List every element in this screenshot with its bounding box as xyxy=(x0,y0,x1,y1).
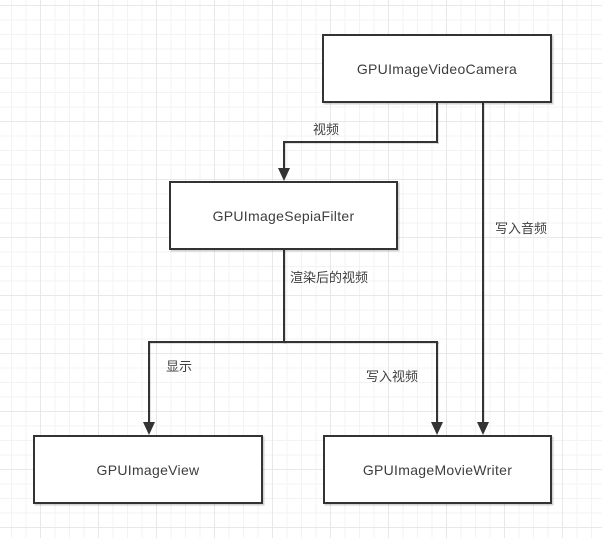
node-gpuimage-video-camera: GPUImageVideoCamera xyxy=(322,34,552,103)
node-label: GPUImageSepiaFilter xyxy=(212,207,355,224)
node-label: GPUImageMovieWriter xyxy=(362,461,513,478)
node-label: GPUImageView xyxy=(96,461,200,478)
node-gpuimage-view: GPUImageView xyxy=(33,435,263,504)
edge-label-write-audio: 写入音频 xyxy=(495,221,548,236)
edge-display-segment xyxy=(148,341,150,423)
edge-write-audio-segment xyxy=(482,103,484,423)
edge-branch-horizontal xyxy=(148,341,438,343)
edge-video-segment-vertical xyxy=(436,103,438,143)
arrowhead-down-icon xyxy=(278,168,290,181)
edge-rendered-video-trunk xyxy=(283,250,285,343)
edge-label-display: 显示 xyxy=(166,359,193,374)
node-gpuimage-movie-writer: GPUImageMovieWriter xyxy=(323,435,552,504)
edge-write-video-segment xyxy=(436,341,438,423)
edge-label-rendered-video: 渲染后的视频 xyxy=(290,270,369,285)
arrowhead-down-icon xyxy=(143,422,155,435)
edge-video-segment-horizontal xyxy=(283,141,438,143)
arrowhead-down-icon xyxy=(431,422,443,435)
arrowhead-down-icon xyxy=(477,422,489,435)
edge-label-video: 视频 xyxy=(313,122,340,137)
node-gpuimage-sepia-filter: GPUImageSepiaFilter xyxy=(169,181,398,250)
edge-label-write-video: 写入视频 xyxy=(366,369,419,384)
node-label: GPUImageVideoCamera xyxy=(356,60,518,77)
edge-video-segment-entry xyxy=(283,141,285,170)
